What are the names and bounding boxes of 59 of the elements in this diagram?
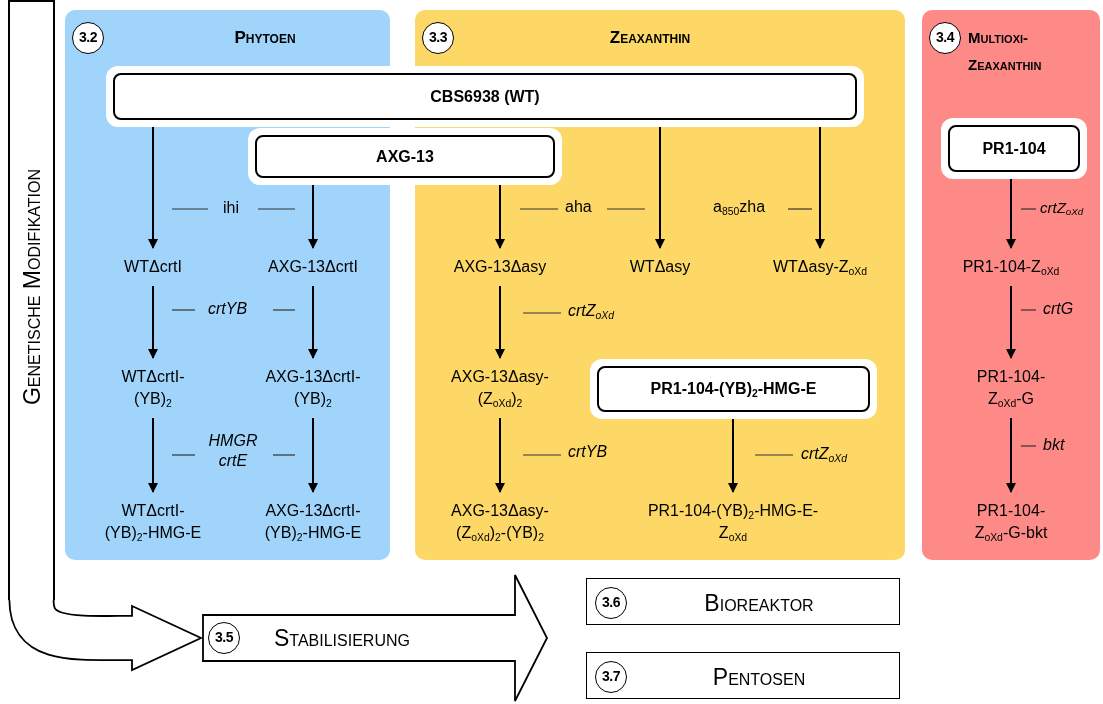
gene-label: crtZ$_{oXd}$ (1040, 198, 1084, 218)
strain-label: AXG-13ΔcrtI- (YB)$_{2}$ (259, 358, 367, 418)
gene-label: bkt (1043, 435, 1065, 455)
section-number: 3.3 (422, 22, 454, 54)
section-box (586, 652, 900, 699)
strain-label: PR1-104-(YB)$_{2}$-HMG-E- Z$_{oXd}$ (640, 492, 826, 552)
strain-box (941, 118, 1087, 179)
section-number: 3.7 (595, 660, 627, 693)
strain-box (106, 66, 864, 127)
gene-label: aha (565, 197, 592, 217)
section-number: 3.6 (595, 586, 627, 619)
strain-label: WTΔasy (582, 248, 738, 286)
strain-label: AXG-13Δasy- (Z$_{oXd}$)$_{2}$-(YB)$_{2}$ (446, 492, 554, 552)
strain-box (590, 359, 877, 419)
section-panel (922, 10, 1100, 560)
strain-label: AXG-13 (376, 147, 434, 166)
gene-label: crtZ$_{oXd}$ (568, 301, 615, 321)
section-box (586, 578, 900, 625)
arrow (308, 417, 318, 493)
section-heading: Phytoen (233, 27, 297, 49)
gene-label: a$_{850}$zha (713, 197, 766, 217)
arrow (1006, 285, 1016, 359)
strain-label: WTΔcrtI (75, 248, 231, 286)
gene-label: crtG (1043, 299, 1074, 319)
gene-label: HMGR crtE (207, 431, 259, 471)
section-number: 3.4 (929, 22, 961, 54)
arrow (495, 417, 505, 493)
strain-label: PR1-104-Z$_{oXd}$ (926, 248, 1096, 286)
strain-box (248, 128, 562, 185)
strain-label: WTΔasy-Z$_{oXd}$ (742, 248, 898, 286)
section-heading: Zeaxanthin (608, 27, 692, 49)
strain-label: AXG-13Δasy- (Z$_{oXd}$)$_{2}$ (446, 358, 554, 418)
strain-label: AXG-13ΔcrtI- (YB)$_{2}$-HMG-E (259, 492, 367, 552)
strain-label: PR1-104- Z$_{oXd}$-G-bkt (967, 492, 1055, 552)
strain-label: PR1-104- Z$_{oXd}$-G (969, 358, 1053, 418)
strain-label: WTΔcrtI- (YB)$_{2}$ (112, 358, 194, 418)
section-heading: Pentosen (711, 662, 807, 691)
section-heading: Bioreaktor (703, 588, 815, 617)
arrow (495, 285, 505, 359)
gene-label: crtYB (208, 299, 248, 319)
section-heading: Multioxi- Zeaxanthin (968, 28, 1043, 75)
strain-label: WTΔcrtI- (YB)$_{2}$-HMG-E (99, 492, 207, 552)
arrow (1006, 417, 1016, 493)
section-heading: Stabilisierung (274, 624, 410, 652)
gene-label: crtYB (568, 442, 608, 462)
band-label: Genetische Modifikation (18, 167, 45, 408)
gene-label: ihi (223, 198, 239, 218)
strain-label: PR1-104 (982, 139, 1046, 158)
block-arrow (202, 574, 548, 702)
strain-label: CBS6938 (WT) (430, 87, 540, 106)
arrow (308, 285, 318, 359)
strain-label: AXG-13Δasy (422, 248, 578, 286)
arrow (148, 285, 158, 359)
arrow (148, 417, 158, 493)
arrow-band (8, 0, 55, 600)
gene-label: crtZ$_{oXd}$ (801, 444, 848, 464)
section-number: 3.2 (72, 22, 104, 54)
strain-label: AXG-13ΔcrtI (235, 248, 391, 286)
strain-label: PR1-104-(YB)$_{2}$-HMG-E (650, 380, 817, 398)
